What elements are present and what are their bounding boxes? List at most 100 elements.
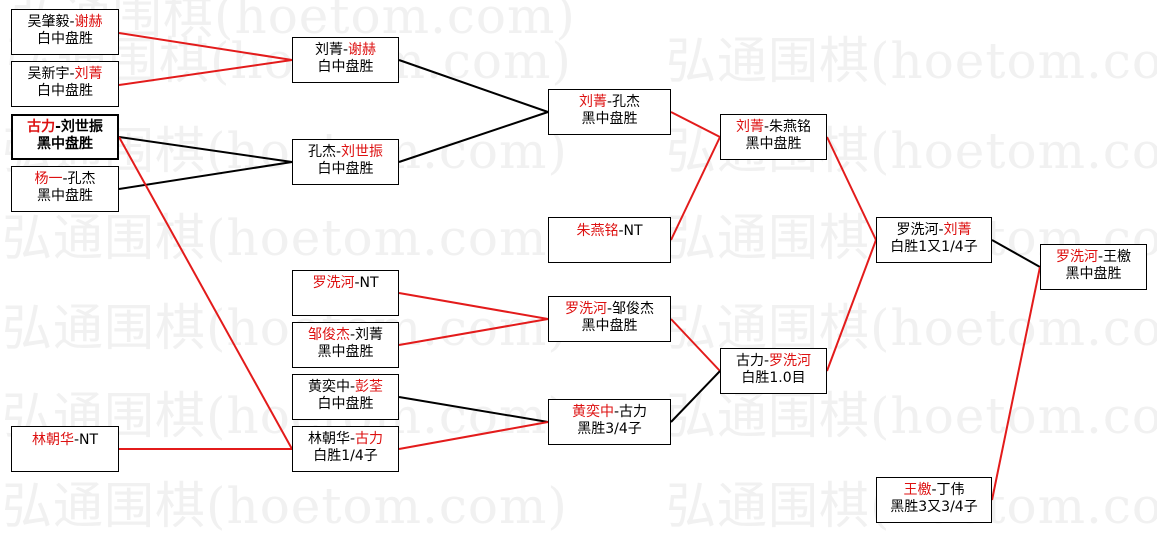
winner-name: 罗洗河	[564, 301, 607, 317]
winner-name: 刘菁	[735, 119, 764, 135]
separator: -	[73, 432, 80, 448]
match-players: 罗洗河-NT	[293, 275, 398, 292]
separator: -	[606, 94, 613, 110]
match-box-r5-1[interactable]: 罗洗河-刘菁 白胜1又1/4子	[876, 217, 992, 263]
player-name: 吴新宇	[27, 66, 70, 82]
match-result: 白中盘胜	[317, 396, 374, 412]
separator: -	[335, 144, 342, 160]
match-box-r2-6[interactable]: 林朝华-古力 白胜1/4子	[292, 426, 399, 472]
winner-name: 彭荃	[355, 379, 384, 395]
separator: -	[938, 222, 944, 238]
player-name: 黄奕中	[307, 379, 350, 395]
match-players: 林朝华-古力	[293, 431, 398, 448]
match-result: 黑中盘胜	[1065, 266, 1122, 282]
winner-name: 林朝华	[31, 432, 74, 448]
connector-line	[118, 59, 293, 86]
match-box-r1-5[interactable]: 林朝华-NT	[11, 426, 119, 472]
match-players: 黄奕中-彭荃	[293, 379, 398, 396]
match-box-r1-2[interactable]: 吴新宇-刘菁 白中盘胜	[11, 61, 119, 107]
connector-line	[670, 370, 721, 423]
winner-name: 刘菁	[74, 66, 103, 82]
match-box-r3-4[interactable]: 黄奕中-古力 黑胜3/4子	[548, 399, 671, 445]
separator: -	[62, 171, 68, 187]
connector-line	[118, 161, 293, 190]
winner-name: 邹俊杰	[307, 327, 350, 343]
match-result: 黑中盘胜	[37, 136, 93, 152]
match-result: 白中盘胜	[317, 59, 374, 75]
player-name: NT	[623, 223, 643, 239]
separator: -	[1097, 249, 1104, 265]
match-box-r2-2[interactable]: 孔杰-刘世振 白中盘胜	[292, 139, 399, 185]
winner-name: 王檄	[903, 482, 932, 498]
player-name: 邹俊杰	[612, 301, 655, 317]
match-box-r5-2[interactable]: 王檄-丁伟 黑胜3又3/4子	[876, 477, 992, 523]
player-name: 孔杰	[67, 171, 96, 187]
match-box-r3-1[interactable]: 刘菁-孔杰 黑中盘胜	[548, 89, 671, 135]
connector-line	[826, 136, 877, 241]
match-result: 黑胜3又3/4子	[890, 499, 978, 515]
separator: -	[354, 275, 360, 291]
winner-name: 古力	[27, 119, 56, 135]
match-result: 白胜1又1/4子	[890, 239, 978, 255]
player-name: 古力	[619, 404, 648, 420]
match-box-r3-2[interactable]: 朱燕铭-NT	[548, 217, 671, 263]
match-box-r2-1[interactable]: 刘菁-谢赫 白中盘胜	[292, 37, 399, 83]
match-box-r4-2[interactable]: 古力-罗洗河 白胜1.0目	[720, 348, 827, 394]
player-name: 朱燕铭	[769, 119, 812, 135]
match-players: 朱燕铭-NT	[549, 223, 670, 240]
connector-line	[398, 292, 549, 320]
player-name: 林朝华	[307, 431, 350, 447]
match-players: 罗洗河-邹俊杰	[549, 301, 670, 318]
match-box-final[interactable]: 罗洗河-王檄 黑中盘胜	[1040, 244, 1147, 290]
player-name: 刘菁	[314, 42, 343, 58]
player-name: 吴肇毅	[27, 14, 70, 30]
separator: -	[931, 482, 937, 498]
match-result: 黑胜3/4子	[577, 421, 642, 437]
player-name: 孔杰	[612, 94, 641, 110]
winner-name: 谢赫	[348, 42, 377, 58]
match-box-r4-1[interactable]: 刘菁-朱燕铭 黑中盘胜	[720, 114, 827, 160]
match-box-r3-3[interactable]: 罗洗河-邹俊杰 黑中盘胜	[548, 296, 671, 342]
winner-name: 罗洗河	[1055, 249, 1098, 265]
connector-line	[670, 136, 721, 241]
match-box-r2-4[interactable]: 邹俊杰-刘菁 黑中盘胜	[292, 322, 399, 368]
match-result: 黑中盘胜	[581, 318, 638, 334]
connector-line	[670, 111, 721, 138]
match-result: 白胜1.0目	[741, 370, 806, 386]
separator: -	[69, 66, 75, 82]
connector-line	[398, 59, 549, 113]
player-name: 刘菁	[355, 327, 384, 343]
match-result: 白胜1/4子	[313, 448, 378, 464]
match-players: 罗洗河-王檄	[1041, 249, 1146, 266]
player-name: 王檄	[1103, 249, 1132, 265]
match-players: 刘菁-孔杰	[549, 94, 670, 111]
winner-name: 刘世振	[341, 144, 384, 160]
match-players: 古力-刘世振	[13, 119, 117, 136]
winner-name: 刘菁	[578, 94, 607, 110]
match-box-r1-1[interactable]: 吴肇毅-谢赫 白中盘胜	[11, 9, 119, 55]
match-result: 白中盘胜	[37, 83, 93, 99]
match-box-r1-4[interactable]: 杨一-孔杰 黑中盘胜	[11, 166, 119, 212]
match-players: 吴新宇-刘菁	[12, 66, 118, 83]
winner-name: 罗洗河	[769, 353, 812, 369]
match-box-r2-5[interactable]: 黄奕中-彭荃 白中盘胜	[292, 374, 399, 420]
player-name: NT	[79, 432, 99, 448]
player-name: 丁伟	[936, 482, 965, 498]
separator: -	[763, 353, 770, 369]
match-box-r2-3[interactable]: 罗洗河-NT	[292, 270, 399, 316]
player-name: 刘世振	[60, 119, 103, 135]
connector-line	[991, 266, 1041, 501]
connector-line	[118, 32, 293, 61]
separator: -	[349, 327, 356, 343]
connector-line	[826, 239, 877, 372]
separator: -	[349, 431, 356, 447]
match-players: 杨一-孔杰	[12, 171, 118, 188]
match-players: 邹俊杰-刘菁	[293, 327, 398, 344]
match-players: 刘菁-谢赫	[293, 42, 398, 59]
separator: -	[342, 42, 349, 58]
connector-line	[991, 239, 1041, 268]
match-box-r1-3[interactable]: 古力-刘世振 黑中盘胜	[11, 114, 119, 160]
separator: -	[618, 223, 624, 239]
connector-line	[118, 136, 293, 450]
